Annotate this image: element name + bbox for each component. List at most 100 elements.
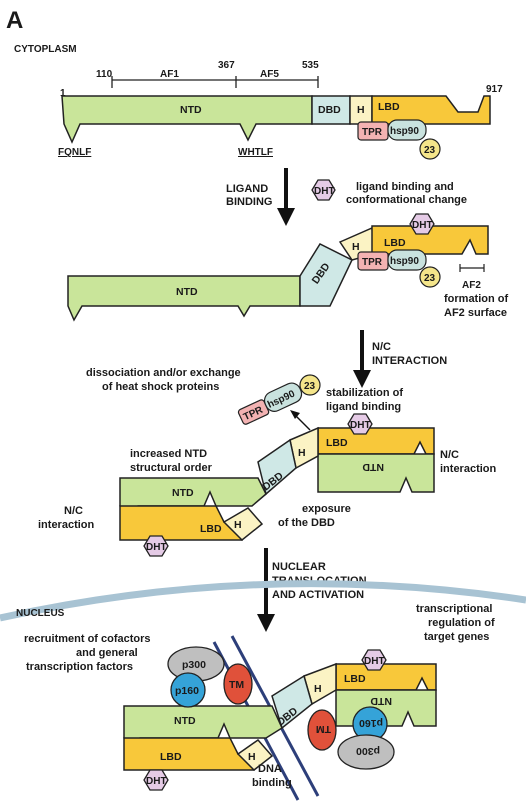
annotation-increased-ntd-1: increased NTD xyxy=(130,448,207,460)
p300-protein-flipped xyxy=(337,734,395,770)
hinge-label: H xyxy=(357,104,365,116)
af1-label: AF1 xyxy=(160,69,179,80)
dht-bound-ligand-flipped xyxy=(143,535,169,557)
motif-whtlf: WHTLF xyxy=(238,147,273,158)
hsp90-protein xyxy=(387,249,427,271)
hsp90-label: hsp90 xyxy=(390,256,419,267)
hinge-label: H xyxy=(314,683,322,695)
annotation-dna-binding-2: binding xyxy=(252,777,292,789)
lbd-flipped-domain xyxy=(119,505,243,541)
ntd-label: NTD xyxy=(180,104,202,116)
p23-label: 23 xyxy=(304,381,316,392)
annotation-ligand-binding-2: conformational change xyxy=(346,194,467,206)
step-ligand-binding-1: LIGAND xyxy=(226,183,268,195)
p23-label: 23 xyxy=(424,145,436,156)
annotation-dna-binding-1: DNA xyxy=(258,763,282,775)
nuclear-membrane xyxy=(0,580,526,622)
annotation-dissociation-1: dissociation and/or exchange xyxy=(86,367,241,379)
lbd-flipped-domain xyxy=(123,737,255,771)
annotation-exposure-1: exposure xyxy=(302,503,351,515)
p160-label: p160 xyxy=(359,717,383,729)
p23-label: 23 xyxy=(424,273,436,284)
af5-end-residue: 535 xyxy=(302,60,319,71)
dht-free-ligand xyxy=(311,179,336,201)
panel-letter: A xyxy=(6,7,23,34)
step-ligand-binding-2: BINDING xyxy=(226,196,272,208)
af1-end-residue: 367 xyxy=(218,60,235,71)
hinge-flipped-label: H xyxy=(248,751,256,763)
annotation-recruitment-2: and general xyxy=(76,647,138,659)
af2-bracket xyxy=(459,264,485,272)
ntd-label: NTD xyxy=(172,487,194,499)
lbd-label: LBD xyxy=(384,237,406,249)
dht-bound-ligand xyxy=(409,213,435,235)
receptor-liganded: NTD DBD H LBD DHT TPR hsp90 23 AF2 forma… xyxy=(67,213,508,322)
dht-bound-ligand xyxy=(361,649,387,671)
tm-label: TM xyxy=(229,679,244,691)
annotation-nc-right-2: interaction xyxy=(440,463,497,475)
hsp90-protein xyxy=(387,119,427,141)
tm-protein-flipped xyxy=(307,709,337,751)
hinge-flipped-domain xyxy=(236,738,274,771)
af2-formation-1: formation of xyxy=(444,293,508,305)
hinge-flipped-label: H xyxy=(234,519,242,531)
annotation-nc-right-1: N/C xyxy=(440,449,459,461)
ntd-label: NTD xyxy=(174,715,196,727)
step-nc-2: INTERACTION xyxy=(372,355,447,367)
annotation-stabilization-2: ligand binding xyxy=(326,401,401,413)
receptor-unliganded: 1 110 AF1 367 AF5 535 917 NTD DBD H LBD … xyxy=(58,60,503,160)
arrow-head xyxy=(290,410,300,419)
hinge-flipped-domain xyxy=(222,507,264,542)
dbd-domain xyxy=(257,438,297,496)
arrow-head xyxy=(277,208,295,226)
hinge-label: H xyxy=(298,447,306,459)
cytoplasm-label: CYTOPLASM xyxy=(14,44,77,55)
af1-start-residue: 110 xyxy=(96,69,113,80)
ntd-domain xyxy=(67,275,301,322)
lbd-flipped-label: LBD xyxy=(200,523,222,535)
lbd-flipped-label: LBD xyxy=(160,751,182,763)
dht-label: DHT xyxy=(412,220,433,231)
dbd-domain xyxy=(311,95,351,125)
af-brackets xyxy=(111,76,319,88)
dht-label: DHT xyxy=(364,656,385,667)
nucleus-label: NUCLEUS xyxy=(16,608,65,619)
annotation-dissociation-2: of heat shock proteins xyxy=(102,381,219,393)
annotation-stabilization-1: stabilization of xyxy=(326,387,403,399)
annotation-ligand-binding-1: ligand binding and xyxy=(356,181,454,193)
receptor-nc-interaction: LBD DHT NTD H DBD NTD LBD H DHT xyxy=(119,413,435,557)
p23-protein xyxy=(419,266,441,288)
ntd-domain xyxy=(61,95,313,144)
annotation-recruitment-1: recruitment of cofactors xyxy=(24,633,151,645)
annotation-transcriptional-3: target genes xyxy=(424,631,489,643)
dbd-domain xyxy=(299,243,353,307)
ntd-flipped-domain xyxy=(317,453,435,493)
p23-protein xyxy=(419,138,441,160)
annotation-nc-left-2: interaction xyxy=(38,519,95,531)
af2-label: AF2 xyxy=(462,280,481,291)
annotation-nc-left-1: N/C xyxy=(64,505,83,517)
dht-label: DHT xyxy=(350,420,371,431)
annotation-transcriptional-1: transcriptional xyxy=(416,603,492,615)
p160-label: p160 xyxy=(175,685,199,697)
arrow-head xyxy=(257,614,275,632)
ntd-label: NTD xyxy=(176,286,198,298)
ntd-flipped-label: NTD xyxy=(362,461,384,473)
residue-end: 917 xyxy=(486,84,503,95)
dht-label: DHT xyxy=(314,186,335,197)
annotation-transcriptional-2: regulation of xyxy=(428,617,495,629)
step-nuclear-1: NUCLEAR xyxy=(272,561,326,573)
motif-fqnlf: FQNLF xyxy=(58,147,91,158)
cofactors-right: TM p160 p300 xyxy=(307,706,395,770)
lbd-label: LBD xyxy=(344,673,366,685)
tm-label: TM xyxy=(316,723,331,735)
p300-label: p300 xyxy=(182,659,206,671)
dht-label: DHT xyxy=(146,776,167,787)
lbd-label: LBD xyxy=(326,437,348,449)
dht-bound-ligand-flipped xyxy=(143,769,169,791)
dbd-label: DBD xyxy=(318,104,341,116)
annotation-increased-ntd-2: structural order xyxy=(130,462,213,474)
dht-bound-ligand xyxy=(347,413,373,435)
hinge-label: H xyxy=(352,241,360,253)
